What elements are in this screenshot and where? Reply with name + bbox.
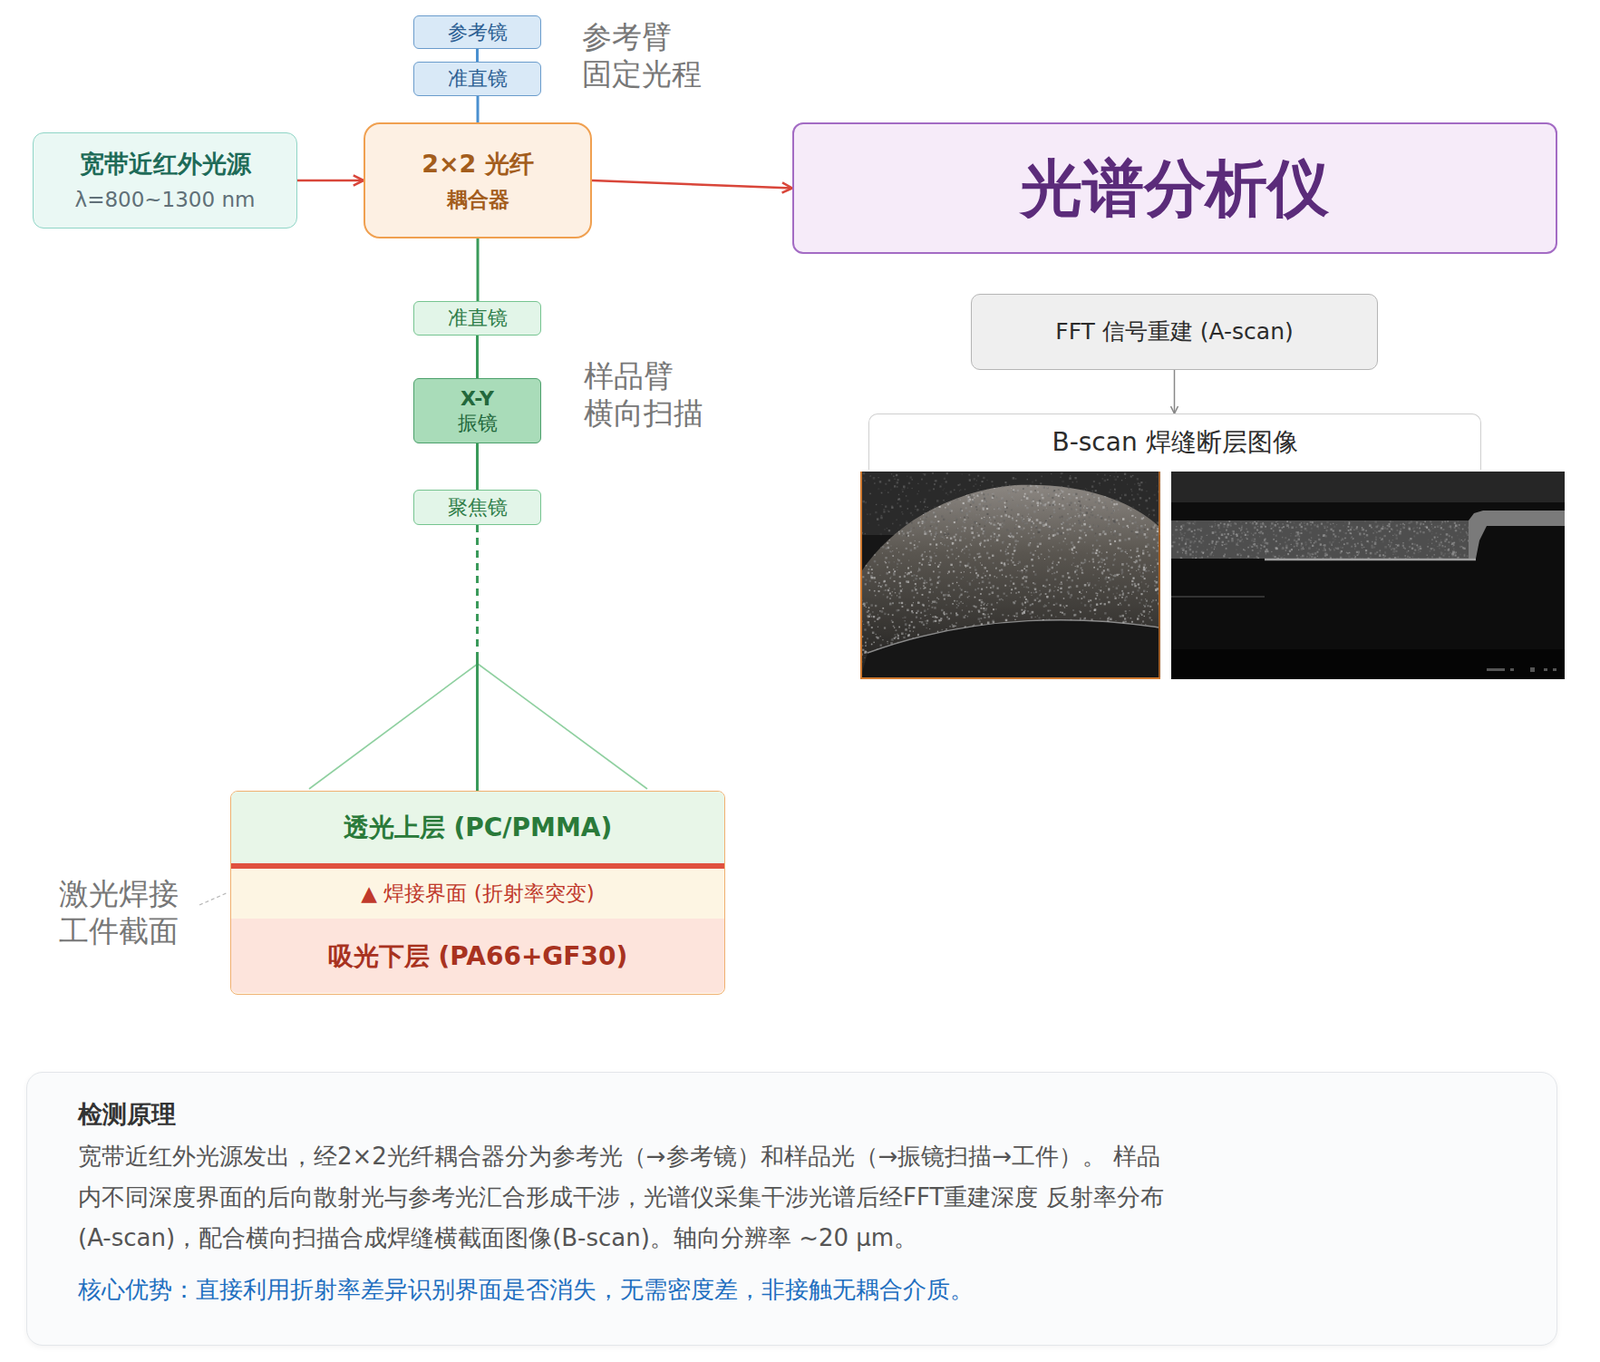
connector — [475, 335, 479, 379]
node-title: 准直镜 — [447, 305, 508, 331]
connector — [476, 238, 480, 301]
arm-label: 参考臂 固定光程 — [581, 18, 718, 94]
connector — [475, 48, 479, 62]
node-title: 参考镜 — [447, 19, 508, 46]
node-title: X-Y — [460, 386, 495, 412]
connector — [476, 96, 480, 123]
focus-lens-box: 聚焦镜 — [413, 489, 542, 525]
node-text: 耦合器 — [446, 186, 510, 214]
galvo-mirror-box: X-Y振镜 — [413, 378, 542, 444]
leader-line — [199, 892, 229, 905]
node-title: 吸光下层 (PA66+GF30) — [328, 940, 628, 972]
image-header: B-scan 焊缝断层图像 — [868, 413, 1482, 470]
arm-label: 样品臂 横向扫描 — [583, 357, 720, 433]
node-text: 振镜 — [457, 410, 498, 437]
layer-band: 透光上层 (PC/PMMA) — [231, 791, 725, 869]
node-title: 光谱分析仪 — [1020, 149, 1329, 227]
node-title: 聚焦镜 — [447, 494, 508, 521]
connector — [475, 443, 479, 490]
workpiece-section: 激光焊接 工件截面透光上层 (PC/PMMA)▲ 焊接界面 (折射率突变)吸光下… — [230, 790, 726, 995]
coupler-box: 2×2 光纤耦合器 — [363, 122, 592, 239]
bscan-image-layers — [1171, 471, 1565, 679]
connector — [1173, 369, 1176, 414]
node-text: 核心优势：直接利用折射率差异识别界面是否消失，无需密度差，非接触无耦合介质。 — [77, 1269, 1506, 1310]
node-text: λ=800~1300 nm — [75, 186, 256, 214]
light-source-box: 宽带近红外光源 λ=800~1300 nm — [32, 132, 298, 229]
collimator-box: 准直镜 — [413, 300, 542, 336]
node-title: FFT 信号重建 (A-scan) — [1055, 317, 1294, 346]
node-title: 激光焊接 工件截面 — [58, 874, 195, 951]
connector — [475, 524, 479, 792]
bscan-image-dome — [860, 471, 1163, 679]
node-title: ▲ 焊接界面 (折射率突变) — [360, 880, 594, 907]
connector — [591, 180, 793, 189]
node-text: 宽带近红外光源发出，经2×2光纤耦合器分为参考光（→参考镜）和样品光（→振镜扫描… — [77, 1135, 1166, 1259]
node-title: 宽带近红外光源 — [79, 148, 252, 180]
node-title: 检测原理 — [77, 1095, 1506, 1133]
node-title: B-scan 焊缝断层图像 — [1051, 426, 1298, 458]
collimator-box: 准直镜 — [413, 61, 542, 97]
node-title: 准直镜 — [447, 66, 508, 92]
note-panel: 检测原理宽带近红外光源发出，经2×2光纤耦合器分为参考光（→参考镜）和样品光（→… — [26, 1071, 1558, 1346]
layer-band: 吸光下层 (PA66+GF30) — [231, 918, 725, 993]
interface-band: ▲ 焊接界面 (折射率突变) — [231, 868, 725, 919]
mirror-box: 参考镜 — [413, 15, 542, 49]
node-title: 2×2 光纤 — [421, 148, 534, 180]
spectrometer-box: 光谱分析仪 — [792, 122, 1558, 254]
connector — [297, 179, 364, 183]
node-title: 透光上层 (PC/PMMA) — [343, 811, 613, 844]
process-box: FFT 信号重建 (A-scan) — [970, 293, 1378, 370]
